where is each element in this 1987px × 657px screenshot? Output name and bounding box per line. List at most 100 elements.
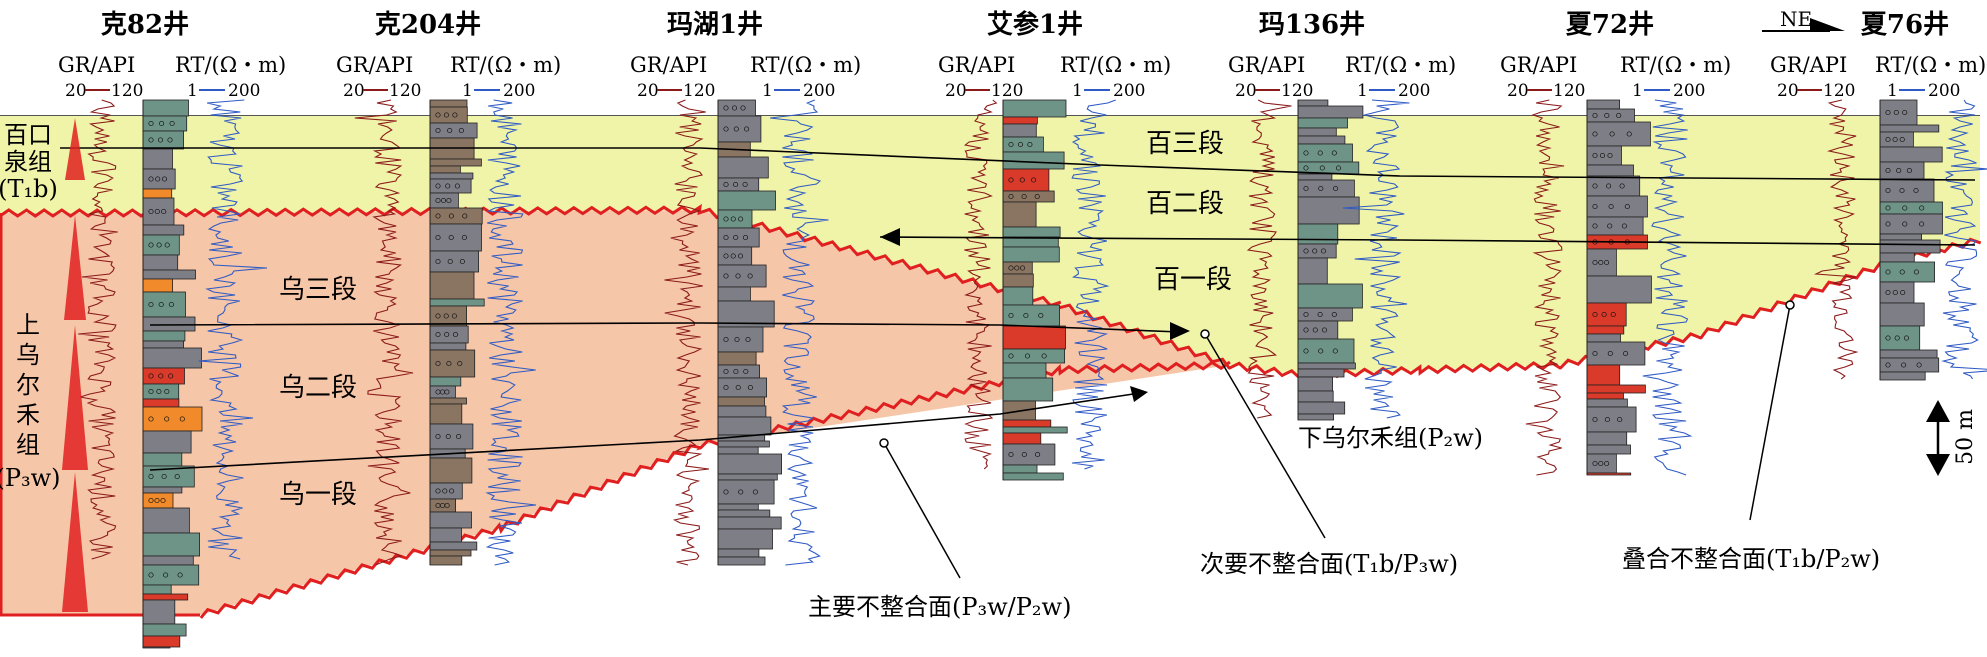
pebble-symbol — [446, 197, 452, 204]
lithology-layer — [1297, 413, 1334, 421]
lithology-layer — [1002, 304, 1060, 327]
pebble-symbol — [743, 368, 749, 375]
pebble-symbol — [148, 120, 154, 127]
rt-scale-min: 1 — [1357, 81, 1368, 101]
gr-scale-max: 120 — [1823, 81, 1855, 101]
pebble-symbol — [1607, 223, 1613, 229]
pebble-symbol — [1604, 416, 1610, 423]
pebble-symbol — [456, 433, 462, 440]
pebble-symbol — [1892, 136, 1898, 143]
lithology-layer — [1879, 239, 1941, 254]
pebble-symbol — [435, 197, 441, 204]
upper-wuerhe-char: 禾 — [16, 401, 40, 429]
pebble-symbol — [435, 488, 441, 494]
superposed-unc-marker — [1785, 300, 1795, 310]
pebble-symbol — [163, 572, 169, 578]
major-unc-marker — [879, 438, 889, 448]
rt-scale-max: 200 — [1113, 81, 1145, 101]
lithology-layer — [142, 188, 173, 199]
pebble-symbol — [1017, 141, 1024, 148]
lithology-layer — [429, 250, 479, 273]
gr-scale-max: 120 — [1281, 81, 1313, 101]
lithology-layer — [142, 593, 189, 601]
lithology-layer — [1002, 419, 1052, 428]
pebble-symbol — [435, 331, 441, 338]
pebble-symbol — [1606, 183, 1612, 189]
lithology-layer — [1297, 368, 1345, 378]
pebble-symbol — [1023, 312, 1029, 319]
pebble-symbol — [1035, 451, 1041, 458]
lithology-layer — [1879, 201, 1943, 215]
lithology-layer — [717, 246, 753, 266]
pebble-symbol — [1034, 193, 1040, 200]
lithology-layer — [1297, 223, 1339, 245]
lithology-layer — [717, 453, 782, 475]
lithology-layer — [717, 509, 771, 518]
lithology-layer — [142, 492, 174, 509]
lithology-layer — [1297, 117, 1348, 129]
lithology-layer — [1002, 116, 1038, 125]
lithology-layer — [717, 115, 762, 143]
rt-scale-min: 1 — [1072, 81, 1083, 101]
rt-curve-label: RT/(Ω・m) — [450, 53, 561, 77]
lithology-layer — [142, 430, 192, 454]
lithology-layer — [1879, 281, 1915, 304]
gr-scale-min: 20 — [1777, 81, 1799, 101]
lithology-layer — [1297, 127, 1337, 137]
pebble-symbol — [148, 242, 154, 248]
gr-log-curve — [78, 99, 118, 560]
lithology-layer — [429, 541, 478, 551]
pebble-symbol — [179, 416, 185, 422]
pebble-symbol — [1317, 311, 1323, 318]
pebble-symbol — [1919, 221, 1925, 227]
pebble-symbol — [733, 234, 739, 241]
upper-wuerhe-char: 乌 — [16, 341, 40, 369]
lithology-layer — [429, 385, 456, 399]
pebble-symbol — [1608, 203, 1614, 210]
lithology-layer — [142, 452, 183, 467]
pebble-symbol — [454, 183, 460, 189]
lithology-layer — [1297, 257, 1328, 285]
pebble-symbol — [435, 313, 441, 319]
pebble-symbol — [1331, 311, 1337, 318]
gr-scale-max: 120 — [991, 81, 1023, 101]
lithology-layer — [429, 527, 462, 543]
lithology-layer — [1297, 307, 1353, 322]
pebble-symbol — [723, 126, 729, 132]
pebble-symbol — [723, 105, 729, 111]
lithology-layer — [142, 340, 184, 349]
minor-unconformity-line — [1058, 237, 1982, 380]
pebble-symbol — [723, 273, 729, 279]
lithology-layer — [142, 115, 188, 132]
pebble-symbol — [159, 120, 165, 127]
lithology-layer — [1002, 472, 1064, 481]
minor-unc-marker — [1200, 329, 1210, 339]
lithology-layer — [429, 172, 474, 180]
lithology-layer — [717, 156, 769, 179]
pebble-symbol — [1902, 109, 1908, 116]
pebble-symbol — [1331, 150, 1337, 156]
unit-wu1: 乌一段 — [279, 480, 357, 510]
rt-log-curve — [485, 99, 537, 566]
lithology-layer — [142, 507, 190, 534]
lithology-layer — [1297, 401, 1346, 415]
pebble-symbol — [148, 416, 154, 422]
lithology-layer — [1586, 431, 1628, 446]
pebble-symbol — [1916, 362, 1922, 368]
pebble-symbol — [167, 137, 173, 143]
pebble-symbol — [160, 497, 166, 504]
pebble-symbol — [1027, 141, 1033, 148]
pebble-symbol — [156, 388, 162, 395]
gr-curve-label: GR/API — [336, 53, 413, 77]
pebble-symbol — [444, 331, 450, 338]
bai3-bai2-boundary — [60, 147, 1976, 181]
gr-scale-max: 120 — [683, 81, 715, 101]
rt-log-curve — [770, 99, 829, 566]
pebble-symbol — [731, 105, 738, 111]
lithology-layer — [142, 347, 202, 369]
pebble-symbol — [1893, 109, 1899, 116]
lithology-layer — [429, 178, 472, 194]
pebble-symbol — [447, 258, 453, 265]
well-name: 克204井 — [375, 10, 481, 40]
